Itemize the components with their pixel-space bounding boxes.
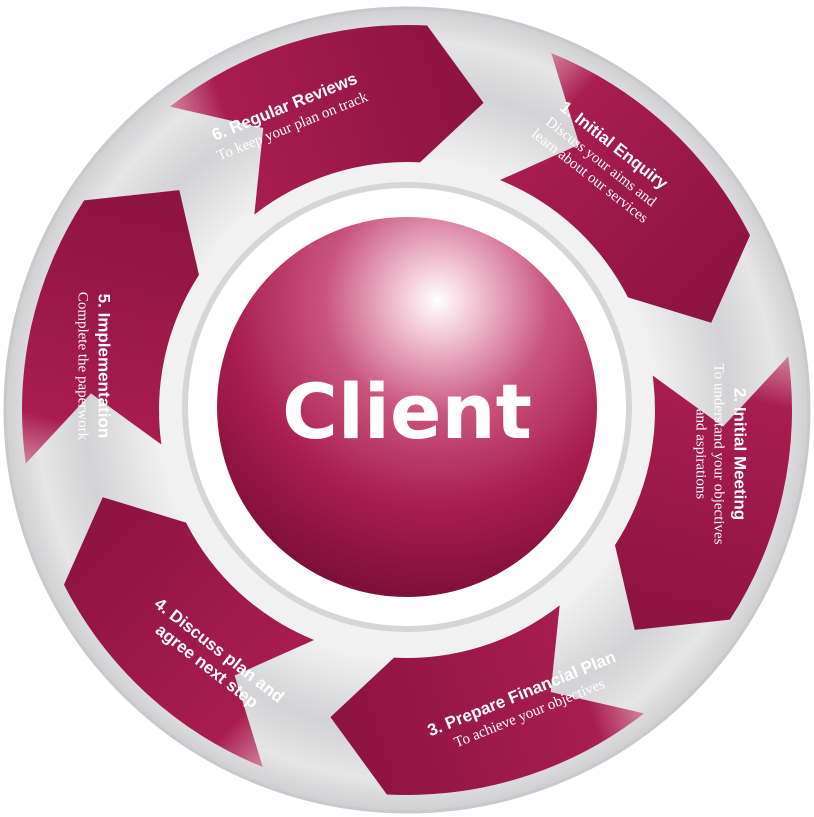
step-2-desc: and aspirations <box>692 409 708 500</box>
center-label: Client <box>282 367 532 456</box>
step-5-desc: Complete the paperwork <box>75 292 91 441</box>
step-1-arrow <box>499 53 751 323</box>
step-3-arrow <box>330 605 645 795</box>
segments-group <box>21 24 792 795</box>
step-4-arrow <box>63 497 315 767</box>
inner-ring-shadow <box>182 182 632 632</box>
step-2-desc: To understand your objectives <box>710 364 726 545</box>
step-6-arrow <box>169 24 484 215</box>
step-5-title: 5. Implementation <box>95 294 114 439</box>
outer-ring-edge <box>3 6 811 814</box>
step-5-arrow <box>21 190 200 464</box>
step-2-title: 2. Initial Meeting <box>730 388 749 520</box>
client-sphere <box>217 217 597 597</box>
step-2-arrow <box>614 356 792 630</box>
